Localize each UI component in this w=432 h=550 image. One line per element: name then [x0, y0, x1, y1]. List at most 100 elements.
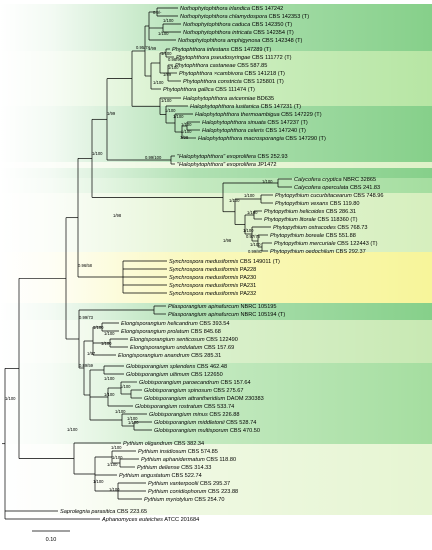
support-value: 1/100	[93, 479, 104, 484]
band-fade-overlay	[0, 0, 432, 520]
taxon-name: "Halophytophthora" exoprolifera	[177, 154, 256, 160]
taxon-name: Phytopythium boreale	[270, 233, 324, 239]
taxon-strain: NBRC 105194 (T)	[239, 312, 285, 318]
support-value: 1/97	[87, 351, 96, 356]
taxon-label: Phytopythium boreale CBS 551.88	[270, 233, 356, 239]
taxon-name: Elongisporangium anandrum	[118, 353, 190, 359]
taxon-strain: CBS 551.88	[324, 233, 356, 239]
taxon-strain: CBS 122443 (T)	[336, 241, 378, 247]
taxon-name: Synchrospora medusiformis	[169, 267, 239, 273]
taxon-label: Elongisporangium senticosum CBS 122490	[130, 337, 238, 343]
taxon-label: Phytophthora castaneae CBS 587.85	[175, 63, 267, 69]
support-value: 1/100	[262, 179, 273, 184]
taxon-label: Pythium vanterpoolii CBS 295.37	[148, 481, 230, 487]
taxon-name: Synchrospora medusiformis	[169, 275, 239, 281]
taxon-label: Nothophytophthora chlamydospora CBS 1423…	[180, 14, 309, 20]
taxon-label: Halophytophthora thermoambigua CBS 14722…	[195, 112, 322, 118]
taxon-name: Elongisporangium senticosum	[130, 337, 205, 343]
taxon-name: Phytophthora castaneae	[175, 63, 236, 69]
taxon-strain: CBS 122650	[189, 372, 222, 378]
taxon-label: Pythium conidiophorum CBS 223.88	[148, 489, 238, 495]
support-value: 1/100	[181, 129, 192, 134]
support-value: 1/89	[163, 72, 172, 77]
taxon-strain: CBS 147290 (T)	[284, 136, 326, 142]
taxon-name: Halophytophthora lusitanica	[190, 104, 259, 110]
support-value: 0.95/74	[136, 45, 151, 50]
taxon-label: Calycofera cryptica NBRC 32865	[294, 177, 376, 183]
support-value: 1/100	[120, 384, 131, 389]
support-value: 1/100	[161, 51, 172, 56]
support-value: 1/100	[92, 151, 103, 156]
support-value: 1/100	[107, 462, 118, 467]
taxon-name: Pilasporangium apinafurcum	[168, 312, 239, 318]
support-value: 1/98	[180, 135, 189, 140]
taxon-name: Calycofera cryptica	[294, 177, 342, 183]
taxon-name: Nothophytophthora amphigynosa	[178, 38, 260, 44]
taxon-name: Globisporangium paroecandrum	[139, 380, 219, 386]
support-value: 1/100	[181, 122, 192, 127]
taxon-label: Phytopythium cucurbitacearum CBS 748.96	[275, 193, 384, 199]
support-value: 0.97/76	[246, 234, 261, 239]
support-value: 1/98	[113, 213, 122, 218]
taxon-label: Phytophthora constricta CBS 125801 (T)	[183, 79, 284, 85]
taxon-strain: CBS 845.68	[189, 329, 221, 335]
taxon-strain: CBS 254.70	[193, 497, 225, 503]
taxon-name: Synchrospora medusiformis	[169, 259, 239, 265]
taxon-strain: BD635	[255, 96, 274, 102]
taxon-label: Phytopythium ostracodes CBS 768.73	[273, 225, 368, 231]
taxon-label: Synchrospora medusiformis PA232	[169, 291, 256, 297]
taxon-strain: CBS 393.54	[198, 321, 230, 327]
taxon-name: Phytopythium oedochilum	[270, 249, 334, 255]
taxon-strain: CBS 147242	[250, 6, 283, 12]
taxon-label: Pythium insidiosum CBS 574.85	[138, 449, 218, 455]
taxon-name: Globisporangium middletonii	[154, 420, 225, 426]
taxon-strain: CBS 141218 (T)	[243, 71, 285, 77]
taxon-label: Halophytophthora celeris CBS 147240 (T)	[202, 128, 306, 134]
taxon-label: Elongisporangium helicandrum CBS 393.54	[121, 321, 230, 327]
taxon-name: Phytopythium litorale	[264, 217, 316, 223]
taxon-strain: CBS 470.50	[228, 428, 260, 434]
taxon-label: Pythium aphanidermatum CBS 118.80	[141, 457, 236, 463]
taxon-name: "Halophytophthora" exoprolifera	[177, 162, 256, 168]
taxon-name: Pythium oligandrum	[123, 441, 173, 447]
support-value: 1/100	[244, 193, 255, 198]
taxon-label: "Halophytophthora" exoprolifera JP1472	[177, 162, 276, 168]
taxon-label: Pythium myriotylum CBS 254.70	[144, 497, 225, 503]
taxon-strain: CBS 382.34	[172, 441, 204, 447]
support-value: 1/100	[250, 242, 261, 247]
taxon-strain: CBS 533.74	[202, 404, 234, 410]
taxon-strain: CBS 125801 (T)	[242, 79, 284, 85]
taxon-label: Globisporangium multisporum CBS 470.50	[154, 428, 260, 434]
taxon-name: Globisporangium spinosum	[144, 388, 212, 394]
taxon-name: Pythium vanterpoolii	[148, 481, 199, 487]
taxon-label: Halophytophthora macrosporangia CBS 1472…	[198, 136, 326, 142]
support-value: 1/100	[243, 228, 254, 233]
taxon-label: Halophytophthora lusitanica CBS 147231 (…	[190, 104, 301, 110]
taxon-strain: CBS 157.69	[202, 345, 234, 351]
support-values: 0.9/-1/1001/1000.95/741/991/1000.98/961/…	[5, 10, 273, 492]
support-value: 1/100	[111, 445, 122, 450]
taxon-name: Phytopythium vexans	[275, 201, 328, 207]
support-value: 1/100	[127, 416, 138, 421]
support-value: 1/100	[109, 487, 120, 492]
taxon-strain: DAOM 230383	[225, 396, 264, 402]
taxon-strain: CBS 111474 (T)	[214, 87, 255, 93]
taxon-strain: CBS 275.67	[212, 388, 244, 394]
taxon-strain: CBS 292.37	[334, 249, 366, 255]
taxon-label: Phytopythium helicoides CBS 286.31	[264, 209, 356, 215]
taxon-name: Elongisporangium helicandrum	[121, 321, 198, 327]
support-value: 1/100	[165, 108, 176, 113]
taxon-strain: CBS 142350 (T)	[250, 22, 292, 28]
taxon-label: Globisporangium spinosum CBS 275.67	[144, 388, 244, 394]
taxon-name: Globisporangium attrantheridium	[144, 396, 225, 402]
taxon-label: Phytophthora gallica CBS 111474 (T)	[163, 87, 255, 93]
taxon-strain: CBS 157.64	[219, 380, 251, 386]
taxon-label: Phytophthora pseudosyringae CBS 111772 (…	[176, 55, 292, 61]
taxon-label: Phytophthora ×cambivora CBS 141218 (T)	[179, 71, 285, 77]
support-value: 1/100	[158, 31, 169, 36]
taxon-label: Phytopythium litorale CBS 118360 (T)	[264, 217, 358, 223]
taxon-strain: CBS 241.83	[348, 185, 380, 191]
support-value: 0.99/73	[79, 315, 94, 320]
taxon-strain: PA230	[238, 275, 256, 281]
taxon-strain: CBS 118.80	[205, 457, 236, 463]
